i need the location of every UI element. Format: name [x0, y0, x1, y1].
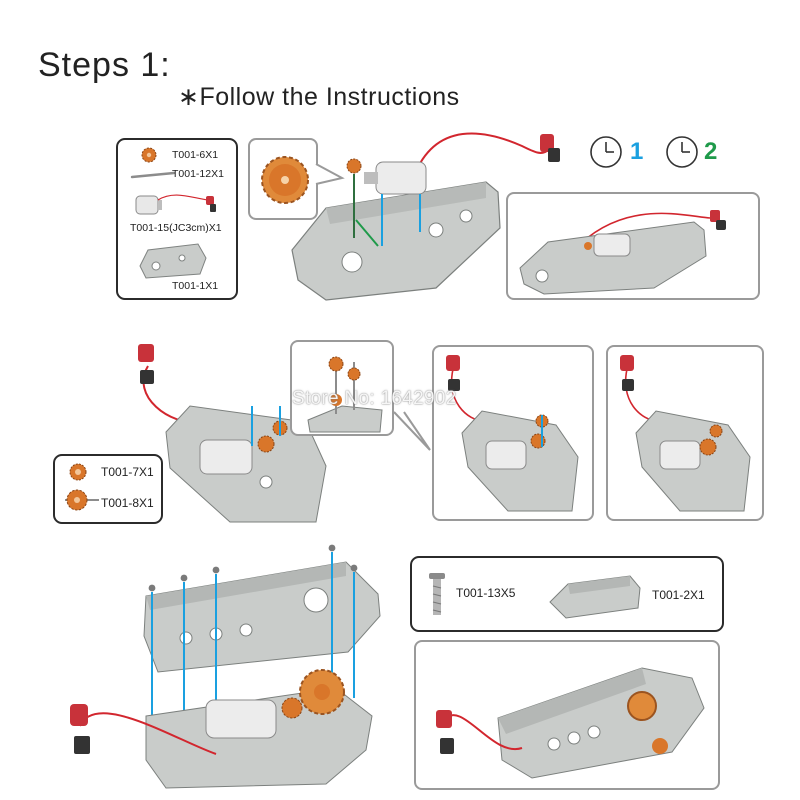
- step-title: Steps 1:: [38, 46, 171, 84]
- double-gear-icon: [69, 463, 87, 481]
- shaft-icon: [130, 171, 176, 179]
- housing-icon: [139, 243, 207, 279]
- clock-icon: [590, 136, 622, 168]
- large-gear-icon: [261, 156, 309, 204]
- parts-list-panel-step1: T001-6X1 T001-12X1 T001-15(JC3cm)X1 T001…: [116, 138, 238, 300]
- housing-with-gears-icon: [620, 355, 751, 512]
- gear-stack-icon: [307, 356, 383, 433]
- exploded-cover-assembly: [70, 544, 381, 789]
- result-panel-step2b: [606, 345, 764, 521]
- callout-pointer: [315, 163, 345, 185]
- assembled-gearbox-icon: [436, 667, 705, 779]
- clock-icon: [666, 136, 698, 168]
- part-label: T001-6X1: [172, 149, 219, 161]
- gear-detail-panel: [290, 340, 394, 436]
- housing-with-motor-icon: [519, 210, 726, 295]
- callout-pointer: [393, 411, 431, 451]
- housing-assembly-step1: [291, 132, 560, 301]
- part-label: T001-2X1: [652, 588, 705, 602]
- timer-number: 1: [630, 138, 644, 165]
- part-label: T001-13X5: [456, 586, 516, 600]
- housing-with-gears-icon: [446, 355, 579, 512]
- switch-connector-icon: [540, 134, 560, 162]
- part-label: T001-15(JC3cm)X1: [130, 222, 222, 234]
- part-label: T001-1X1: [172, 280, 219, 292]
- gear-detail-panel: [248, 138, 318, 220]
- parts-list-panel-step2: T001-7X1 T001-8X1: [53, 454, 163, 524]
- gear-shaft-icon: [65, 489, 99, 511]
- part-label: T001-7X1: [101, 465, 154, 479]
- parts-list-panel-step3: T001-13X5 T001-2X1: [410, 556, 724, 632]
- motor-icon: [135, 194, 216, 215]
- result-panel-step1: [506, 192, 760, 300]
- step-subtitle: ∗Follow the Instructions: [178, 83, 460, 111]
- result-panel-step2a: [432, 345, 594, 521]
- housing-assembly-step2: [138, 344, 327, 523]
- timer-number: 2: [704, 138, 718, 165]
- part-label: T001-8X1: [101, 496, 154, 510]
- small-gear-icon: [141, 147, 157, 163]
- part-label: T001-12X1: [172, 168, 224, 180]
- screw-icon: [429, 573, 445, 615]
- result-panel-step3: [414, 640, 720, 790]
- screw-icon: [148, 544, 358, 592]
- watermark-text: Store No: 1642902: [292, 388, 457, 409]
- cover-icon: [549, 575, 641, 619]
